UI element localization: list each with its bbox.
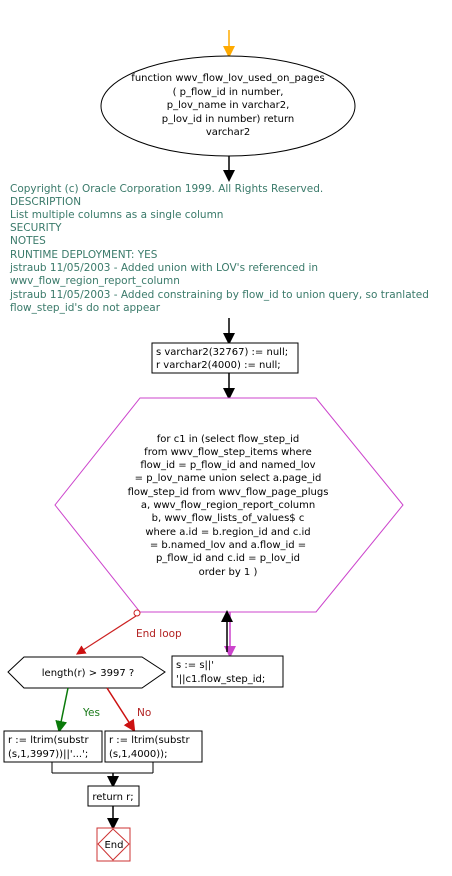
loop-line-9: p_flow_id and c.id = p_lov_id: [156, 553, 300, 564]
declare-box: [151, 342, 299, 374]
no-label: No: [137, 707, 151, 719]
end-text: End: [104, 840, 123, 851]
declare-line-0: s varchar2(32767) := null;: [156, 347, 288, 358]
start-line-3: p_lov_id in number) return: [162, 114, 294, 125]
comment-line-6: jstraub 11/05/2003 - Added union with LO…: [9, 262, 318, 274]
comment-line-0: Copyright (c) Oracle Corporation 1999. A…: [10, 183, 323, 195]
comment-line-7: wwv_flow_region_report_column: [10, 275, 180, 287]
yes-box: [3, 730, 103, 763]
loop-line-3: = p_lov_name union select a.page_id: [135, 473, 322, 484]
comment-line-8: jstraub 11/05/2003 - Added constraining …: [9, 289, 429, 301]
loop-line-5: a, wwv_flow_region_report_column: [141, 500, 315, 511]
body-line-1: '||c1.flow_step_id;: [176, 674, 265, 685]
arrow-yes: [55, 687, 69, 733]
body-line-0: s := s||': [176, 660, 214, 671]
loop-line-10: order by 1 ): [199, 567, 258, 578]
comment-line-4: NOTES: [10, 235, 46, 247]
start-line-4: varchar2: [206, 127, 250, 138]
loop-node-text: for c1 in (select flow_step_id from wwv_…: [128, 434, 329, 578]
start-node-text: function wwv_flow_lov_used_on_pages ( p_…: [131, 73, 324, 138]
no-box-line-0: r := ltrim(substr: [109, 735, 190, 746]
loop-exit-point: [133, 609, 141, 617]
start-line-1: ( p_flow_id in number,: [173, 87, 284, 98]
yes-label: Yes: [82, 707, 100, 719]
start-node: [100, 55, 356, 157]
loop-line-8: = b.named_lov and a.flow_id =: [150, 540, 306, 551]
end-loop-label: End loop: [136, 628, 182, 640]
loop-line-7: where a.id = b.region_id and c.id: [145, 527, 310, 538]
arrow-end-loop: [75, 615, 137, 655]
declare-line-1: r varchar2(4000) := null;: [156, 360, 281, 371]
loop-node: [54, 397, 404, 613]
no-box: [104, 730, 203, 763]
end-node-diamond: [97, 828, 130, 861]
comment-line-3: SECURITY: [10, 222, 62, 234]
decision-node: [7, 656, 166, 689]
end-node: [96, 827, 131, 862]
start-line-2: p_lov_name in varchar2,: [167, 100, 290, 111]
return-text: return r;: [92, 792, 133, 803]
decision-text: length(r) > 3997 ?: [42, 668, 134, 679]
loop-line-2: flow_id = p_flow_id and named_lov: [140, 460, 315, 471]
comment-block: Copyright (c) Oracle Corporation 1999. A…: [9, 183, 429, 314]
no-box-line-1: (s,1,4000));: [109, 749, 167, 760]
loop-line-1: from wwv_flow_step_items where: [144, 447, 312, 458]
comment-line-5: RUNTIME DEPLOYMENT: YES: [10, 249, 158, 261]
arrow-no: [106, 687, 136, 733]
comment-line-9: flow_step_id's do not appear: [10, 302, 161, 314]
loop-line-6: b, wwv_flow_lists_of_values$ c: [152, 513, 305, 524]
loop-line-0: for c1 in (select flow_step_id: [157, 434, 299, 445]
loop-line-4: flow_step_id from wwv_flow_page_plugs: [128, 487, 329, 498]
comment-line-2: List multiple columns as a single column: [10, 209, 223, 221]
start-line-0: function wwv_flow_lov_used_on_pages: [131, 73, 324, 84]
yes-box-line-1: (s,1,3997))||'...';: [8, 749, 88, 760]
yes-box-line-0: r := ltrim(substr: [8, 735, 89, 746]
body-box: [171, 655, 284, 688]
comment-line-1: DESCRIPTION: [10, 196, 81, 208]
